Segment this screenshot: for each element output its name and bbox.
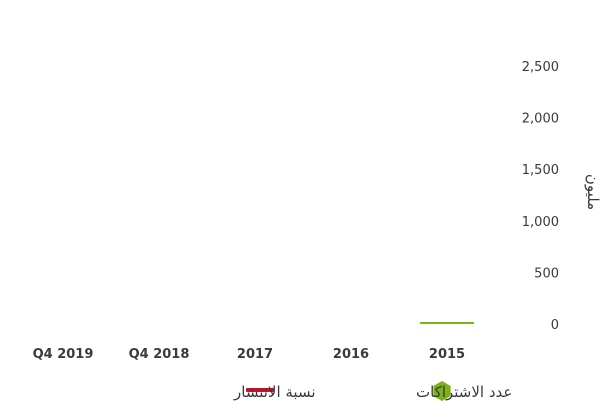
x-tick-label: 2016 [333, 347, 369, 362]
bar[interactable] [420, 322, 474, 324]
y-tick-label: 1,000 [522, 215, 559, 230]
x-tick-label: 2017 [237, 347, 273, 362]
y-axis-label: مليون [584, 174, 600, 210]
y-tick-label: 0 [551, 318, 559, 333]
y-tick-label: 2,000 [522, 112, 559, 127]
x-tick-label: Q4 2019 [33, 347, 94, 362]
y-tick-label: 500 [534, 266, 559, 281]
hexagon-icon [433, 381, 451, 401]
x-tick-label: 2015 [429, 347, 465, 362]
x-tick-label: Q4 2018 [129, 347, 190, 362]
y-tick-label: 1,500 [522, 163, 559, 178]
x-axis-ticks: 2015 2016 2017 Q4 2018 Q4 2019 [33, 347, 466, 362]
series-marks [420, 322, 474, 324]
line-icon [246, 388, 274, 392]
legend[interactable]: عدد الاشتراكات نسبة الانتشار [233, 381, 512, 401]
legend-label-penetration[interactable]: نسبة الانتشار [233, 383, 316, 401]
legend-label-subscriptions[interactable]: عدد الاشتراكات [416, 383, 512, 401]
y-tick-label: 2,500 [522, 60, 559, 75]
y-axis-ticks: 0 500 1,000 1,500 2,000 2,500 [522, 60, 559, 333]
